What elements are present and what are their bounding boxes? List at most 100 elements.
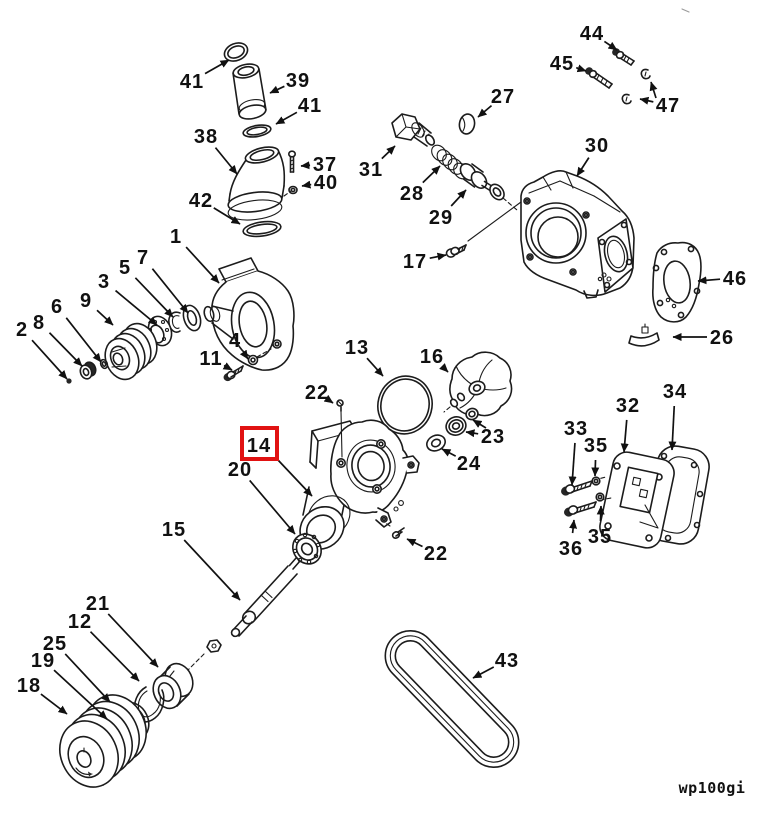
part-label-16-29: 16 — [420, 346, 444, 368]
part-label-42-6: 42 — [189, 190, 213, 212]
part-label-1-7: 1 — [170, 226, 182, 248]
part-label-46-26: 46 — [723, 268, 747, 290]
part-bearing-20 — [292, 532, 322, 565]
part-label-21-43: 21 — [86, 593, 110, 615]
part-label-13-28: 13 — [345, 337, 369, 359]
part-label-15-42: 15 — [162, 519, 186, 541]
leader-arrow — [40, 693, 68, 715]
part-label-12-44: 12 — [68, 611, 92, 633]
part-label-31-21: 31 — [359, 159, 383, 181]
part-clips-47 — [621, 68, 651, 105]
leader-arrow — [65, 317, 102, 363]
part-plug-31 — [391, 113, 436, 147]
part-elbow-38 — [227, 146, 292, 221]
leader-arrow — [183, 539, 241, 601]
part-bracket-1 — [203, 257, 295, 371]
leader-arrow — [697, 276, 721, 285]
leader-arrow — [96, 309, 114, 326]
leader-arrow — [213, 207, 241, 225]
part-washer-40 — [288, 185, 298, 195]
part-label-24-32: 24 — [457, 453, 481, 475]
part-plate-32 — [599, 451, 675, 549]
part-label-34-37: 34 — [663, 381, 687, 403]
part-label-9-11: 9 — [80, 290, 92, 312]
leader-arrow — [381, 145, 396, 160]
leader-arrow — [48, 332, 83, 367]
leader-arrow — [575, 64, 587, 73]
part-plug-2 — [66, 378, 72, 384]
part-oring-42 — [242, 220, 282, 238]
leader-arrow — [603, 40, 618, 51]
part-clip-26 — [628, 323, 660, 347]
part-belt-43 — [384, 630, 520, 768]
part-label-41-2: 41 — [298, 95, 322, 117]
part-disc-27 — [458, 113, 476, 135]
part-oring-41-lower — [242, 124, 272, 138]
leader-arrow — [107, 613, 159, 668]
part-tube-39 — [232, 63, 267, 120]
part-label-28-22: 28 — [400, 183, 424, 205]
leader-arrow — [439, 363, 449, 373]
part-label-8-13: 8 — [33, 312, 45, 334]
part-pump-body-14 — [299, 419, 420, 550]
leader-arrow — [134, 277, 174, 318]
part-label-22-35: 22 — [424, 543, 448, 565]
part-label-41-0: 41 — [180, 71, 204, 93]
part-label-11-16: 11 — [199, 348, 222, 370]
part-washer-6 — [99, 358, 109, 370]
leader-arrow — [568, 442, 577, 486]
part-label-2-14: 2 — [16, 319, 28, 341]
part-label-38-3: 38 — [194, 126, 218, 148]
leader-arrow — [450, 189, 467, 207]
leader-arrow — [239, 349, 249, 360]
part-label-37-4: 37 — [313, 154, 337, 176]
part-label-45-18: 45 — [550, 53, 574, 75]
part-label-44-17: 44 — [580, 23, 604, 45]
part-label-40-5: 40 — [314, 172, 338, 194]
leader-arrow — [64, 653, 111, 703]
part-label-27-20: 27 — [491, 86, 515, 108]
leader-arrow — [576, 157, 590, 177]
part-pulley-18 — [59, 694, 147, 788]
part-screw-22-top — [336, 399, 344, 458]
leader-arrow — [366, 357, 384, 377]
parts-line-art — [59, 8, 710, 788]
leader-arrow — [441, 448, 457, 457]
part-label-39-1: 39 — [286, 70, 310, 92]
leader-arrow — [277, 459, 313, 497]
part-label-23-31: 23 — [481, 426, 505, 448]
part-shaft-15 — [186, 556, 301, 672]
part-pulley-9 — [104, 322, 158, 381]
part-label-19-46: 19 — [31, 650, 55, 672]
leader-arrow — [204, 59, 230, 75]
part-spacer-8 — [79, 361, 97, 380]
leader-arrow — [53, 669, 108, 720]
part-label-43-48: 43 — [495, 650, 519, 672]
part-label-29-23: 29 — [429, 207, 453, 229]
figure-code-text: wp100gi — [679, 779, 746, 797]
part-housing-30 — [520, 170, 635, 299]
part-label-33-38: 33 — [564, 418, 588, 440]
part-impeller-16 — [443, 351, 513, 417]
leader-arrow — [89, 631, 140, 682]
part-label-18-47: 18 — [17, 675, 41, 697]
part-label-4-15: 4 — [229, 330, 241, 352]
part-label-26-27: 26 — [710, 327, 734, 349]
leader-arrow — [649, 81, 658, 99]
leader-arrow — [591, 459, 600, 477]
part-label-35-39: 35 — [584, 435, 608, 457]
part-label-14-33: 14 — [247, 435, 271, 457]
leader-arrow — [275, 111, 298, 125]
part-studs-33-36 — [561, 476, 612, 517]
part-stud-22-bottom — [383, 521, 405, 539]
part-label-36-41: 36 — [559, 538, 583, 560]
part-nut-4 — [247, 348, 272, 366]
part-gasket-46 — [652, 241, 702, 323]
part-label-5-9: 5 — [119, 257, 131, 279]
part-collar-21 — [152, 662, 194, 710]
leader-arrow — [569, 519, 578, 534]
leader-arrow — [300, 161, 311, 170]
part-label-6-12: 6 — [51, 296, 63, 318]
leader-arrow — [406, 538, 423, 548]
